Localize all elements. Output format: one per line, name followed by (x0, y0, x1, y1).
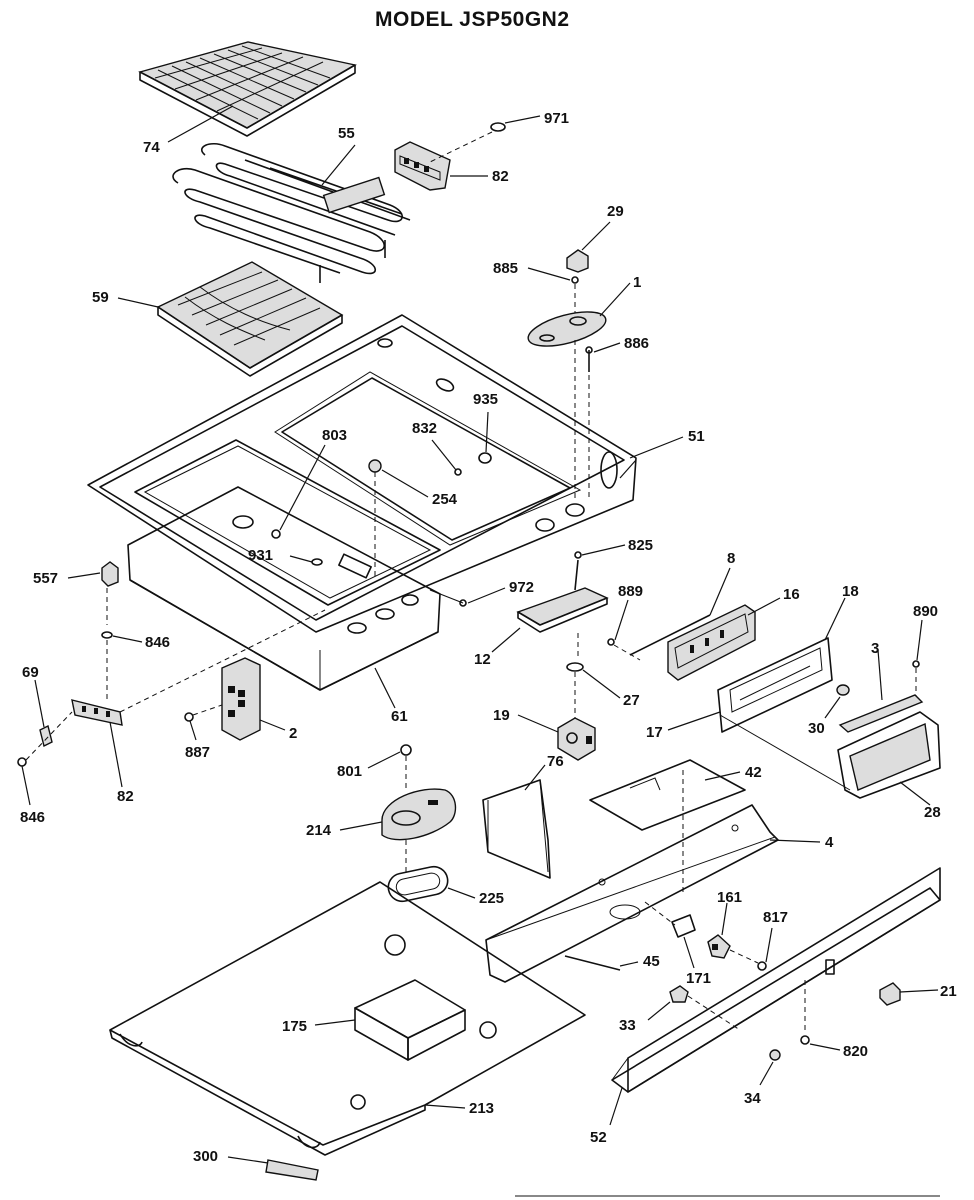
label-21: 21 (940, 983, 957, 1000)
part-30-knob-small (836, 684, 850, 696)
part-76-shield (482, 779, 551, 879)
label-300: 300 (193, 1148, 218, 1165)
label-4: 4 (825, 834, 834, 851)
label-27: 27 (623, 692, 640, 709)
part-557-clip (101, 561, 119, 587)
label-55: 55 (338, 125, 355, 142)
label-2: 2 (289, 725, 297, 742)
label-820: 820 (843, 1043, 868, 1060)
label-171: 171 (686, 970, 711, 987)
label-42: 42 (745, 764, 762, 781)
part-labels: 74 55 971 82 29 885 1 59 886 935 832 803… (20, 110, 957, 1165)
label-225: 225 (479, 890, 504, 907)
label-803: 803 (322, 427, 347, 444)
label-971: 971 (544, 110, 569, 127)
part-42-insulation (589, 759, 746, 831)
model-title: MODEL JSP50GN2 (375, 8, 570, 31)
part-161-thermostat (707, 934, 731, 959)
part-18-panel-bracket (717, 637, 833, 733)
part-45-strip (564, 955, 621, 971)
part-1-bezel (527, 311, 607, 347)
label-8: 8 (727, 550, 735, 567)
part-21-switch (879, 982, 901, 1006)
part-8-rod (629, 614, 711, 656)
part-16-control-panel (667, 604, 756, 681)
part-2-ignitor-module (221, 657, 261, 741)
label-52: 52 (590, 1129, 607, 1146)
part-55-heating-element (172, 142, 411, 283)
part-34-bushing (769, 1049, 781, 1061)
label-935: 935 (473, 391, 498, 408)
label-557: 557 (33, 570, 58, 587)
label-801: 801 (337, 763, 362, 780)
label-16: 16 (783, 586, 800, 603)
part-82-terminal-block-top (394, 141, 451, 191)
label-17: 17 (646, 724, 663, 741)
label-890: 890 (913, 603, 938, 620)
label-846-b: 846 (20, 809, 45, 826)
label-45: 45 (643, 953, 660, 970)
part-59-broiler-insert (156, 261, 344, 377)
label-1: 1 (633, 274, 641, 291)
part-69-bracket (39, 724, 53, 748)
label-82-left: 82 (117, 788, 134, 805)
label-213: 213 (469, 1100, 494, 1117)
label-29: 29 (607, 203, 624, 220)
label-885: 885 (493, 260, 518, 277)
label-28: 28 (924, 804, 941, 821)
label-254: 254 (432, 491, 458, 508)
label-887: 887 (185, 744, 210, 761)
part-214-burner-cap (381, 788, 457, 841)
part-82-terminal-block-left (71, 699, 123, 726)
part-971-washer (490, 122, 506, 132)
label-825: 825 (628, 537, 653, 554)
part-28-drawer-handle (837, 711, 941, 799)
label-19: 19 (493, 707, 510, 724)
label-161: 161 (717, 889, 742, 906)
label-33: 33 (619, 1017, 636, 1034)
label-59: 59 (92, 289, 109, 306)
part-175-duct (354, 979, 466, 1061)
part-19-valve (557, 717, 596, 761)
part-29-knob (566, 249, 589, 273)
part-12-switch-bracket (516, 559, 609, 633)
label-34: 34 (744, 1090, 761, 1107)
label-51: 51 (688, 428, 705, 445)
part-74-grill-grate (138, 41, 357, 137)
label-61: 61 (391, 708, 408, 725)
label-214: 214 (306, 822, 332, 839)
part-225-gasket (387, 865, 449, 903)
part-33-connector (669, 985, 689, 1003)
label-817: 817 (763, 909, 788, 926)
label-846-a: 846 (145, 634, 170, 651)
label-30: 30 (808, 720, 825, 737)
label-74: 74 (143, 139, 160, 156)
label-3: 3 (871, 640, 879, 657)
label-69: 69 (22, 664, 39, 681)
label-76: 76 (547, 753, 564, 770)
part-171-plate (671, 914, 696, 938)
part-52-front-rail (611, 867, 941, 1093)
part-61-burner-box (127, 486, 441, 691)
label-12: 12 (474, 651, 491, 668)
label-972: 972 (509, 579, 534, 596)
label-889: 889 (618, 583, 643, 600)
part-51-cooktop (87, 314, 637, 633)
part-3-trim-strip (838, 694, 924, 733)
part-27-washer (566, 662, 584, 672)
part-300-label-plate (265, 1159, 319, 1181)
label-886: 886 (624, 335, 649, 352)
label-175: 175 (282, 1018, 307, 1035)
label-832: 832 (412, 420, 437, 437)
label-18: 18 (842, 583, 859, 600)
part-213-bottom-panel (109, 881, 586, 1156)
label-931: 931 (248, 547, 273, 564)
label-82-top: 82 (492, 168, 509, 185)
